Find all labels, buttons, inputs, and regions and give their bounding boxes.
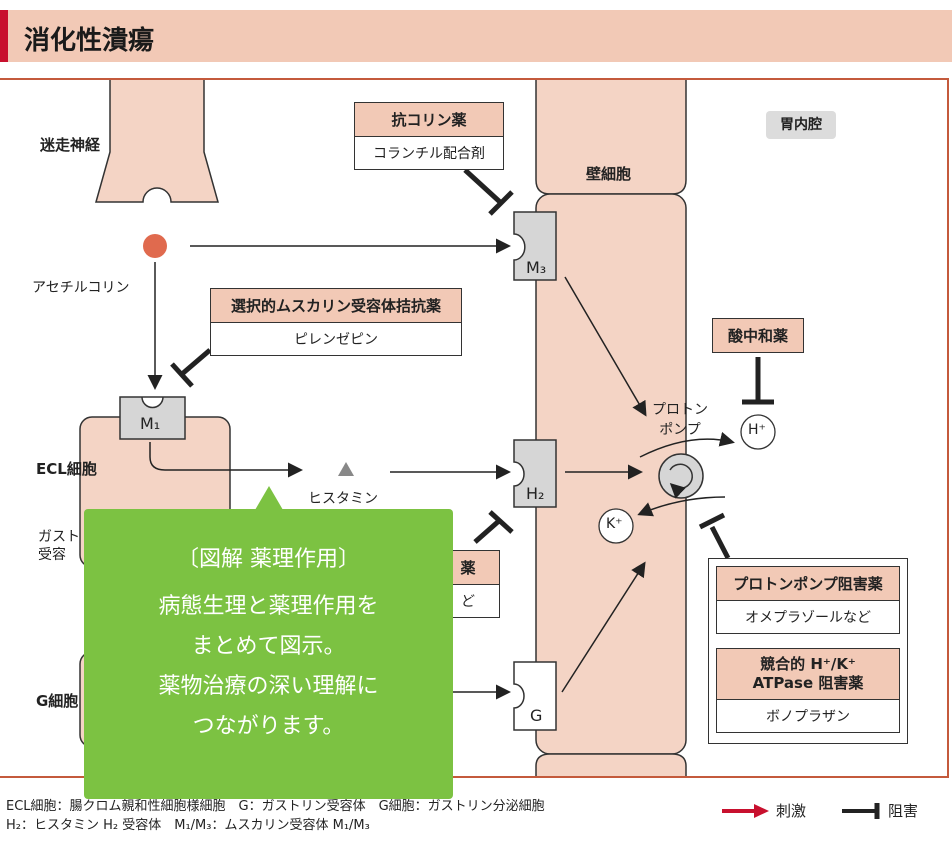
h2-receptor-label: H₂ [526,484,545,503]
anticholinergic-category: 抗コリン薬 [355,103,503,137]
callout-pointer [255,486,283,510]
vagus-nerve-terminal [95,80,219,203]
inhibit-ppi-bar [698,512,726,530]
stimulate-arrow-icon [722,803,769,818]
ppi-drug-box: プロトンポンプ阻害薬 オメプラゾールなど [716,566,900,634]
pcab-drug-box: 競合的 H⁺/K⁺ ATPase 阻害薬 ボノプラザン [716,648,900,733]
legend-inhibit-label: 阻害 [888,802,919,820]
gastrin-receptor-label: ガスト 受容 [38,529,80,563]
selective-muscarinic-drug-box: 選択的ムスカリン受容体拮抗薬 ピレンゼピン [210,288,462,356]
vagus-nerve-label: 迷走神経 [40,136,101,154]
proton-pump [658,453,704,499]
callout-overlay: 〔図解 薬理作用〕 病態生理と薬理作用を まとめて図示。 薬物治療の深い理解に … [84,509,453,799]
inhibit-bar-icon [842,802,880,819]
inhibit-ppi-stem [709,525,731,560]
antacid-drug-box: 酸中和薬 [712,318,804,353]
h-ion [740,414,776,450]
pcab-category: 競合的 H⁺/K⁺ ATPase 阻害薬 [717,649,899,700]
pump-inhibitor-group [708,558,908,744]
callout-line: 病態生理と薬理作用を [158,594,379,619]
k-ion-label: K⁺ [606,516,623,532]
acetylcholine-dot [143,234,167,258]
callout-title: 〔図解 薬理作用〕 [177,547,360,572]
m1-receptor-label: M₁ [140,414,161,433]
callout-line: 薬物治療の深い理解に [158,674,379,699]
g-receptor [513,661,557,731]
ppi-category: プロトンポンプ阻害薬 [717,567,899,601]
anticholinergic-drug-box: 抗コリン薬 コランチル配合剤 [354,102,504,170]
footer-note-2: H₂：ヒスタミン H₂ 受容体 M₁/M₃：ムスカリン受容体 M₁/M₃ [6,818,370,833]
selective-muscarinic-example: ピレンゼピン [294,332,378,348]
callout-body: 病態生理と薬理作用を まとめて図示。 薬物治療の深い理解に つながります。 [84,587,453,747]
inhibit-selective-m-stem [180,348,212,376]
antacid-category: 酸中和薬 [713,319,803,352]
m3-receptor-label: M₃ [526,258,547,277]
parietal-cell-bottom [535,753,687,776]
histamine-label: ヒスタミン [308,491,378,507]
legend-inhibit: 阻害 [842,800,918,821]
g-receptor-label: G [530,706,543,725]
page-title: 消化性潰瘍 [24,26,155,56]
legend-stimulate: 刺激 [722,800,806,821]
arrow-pump-to-k [637,496,726,517]
arrow-m3-to-pump [564,276,647,417]
arrow-m1-to-histamine [149,442,303,478]
footer-note-1: ECL細胞：腸クロム親和性細胞様細胞 G：ガストリン受容体 G細胞：ガストリン分… [6,799,545,814]
arrow-g-to-pump [561,561,646,693]
k-ion [598,508,634,544]
callout-line: つながります。 [192,714,345,739]
parietal-cell-label: 壁細胞 [586,165,632,183]
section-header: 消化性潰瘍 [0,10,952,62]
inhibit-anticholinergic-bar [488,190,514,216]
inhibit-h2-bar [488,510,514,534]
proton-pump-label: プロトン ポンプ [652,402,708,438]
h-ion-label: H⁺ [748,422,766,438]
inhibit-anticholinergic-stem [463,168,502,204]
callout-line: まとめて図示。 [191,634,346,659]
ppi-example: オメプラゾールなど [745,610,871,626]
h2-blocker-example: ど [461,594,475,610]
pcab-example: ボノプラザン [766,709,850,725]
inhibit-selective-m-bar [170,362,194,388]
inhibit-h2-stem [473,518,502,544]
pump-rotation [669,463,693,499]
h2-receptor [513,439,557,508]
histamine-triangle [338,462,354,476]
acetylcholine-label: アセチルコリン [32,280,130,296]
arrow-pump-to-h [639,431,735,458]
header-accent-bar [0,10,8,62]
g-cell-label: G細胞 [36,692,79,710]
m3-receptor [513,211,557,281]
legend-stimulate-label: 刺激 [776,802,807,820]
selective-muscarinic-category: 選択的ムスカリン受容体拮抗薬 [211,289,461,323]
ecl-cell-label: ECL細胞 [36,460,97,478]
m1-receptor [119,396,186,440]
anticholinergic-example: コランチル配合剤 [373,146,485,162]
gastric-lumen-label: 胃内腔 [766,111,836,139]
